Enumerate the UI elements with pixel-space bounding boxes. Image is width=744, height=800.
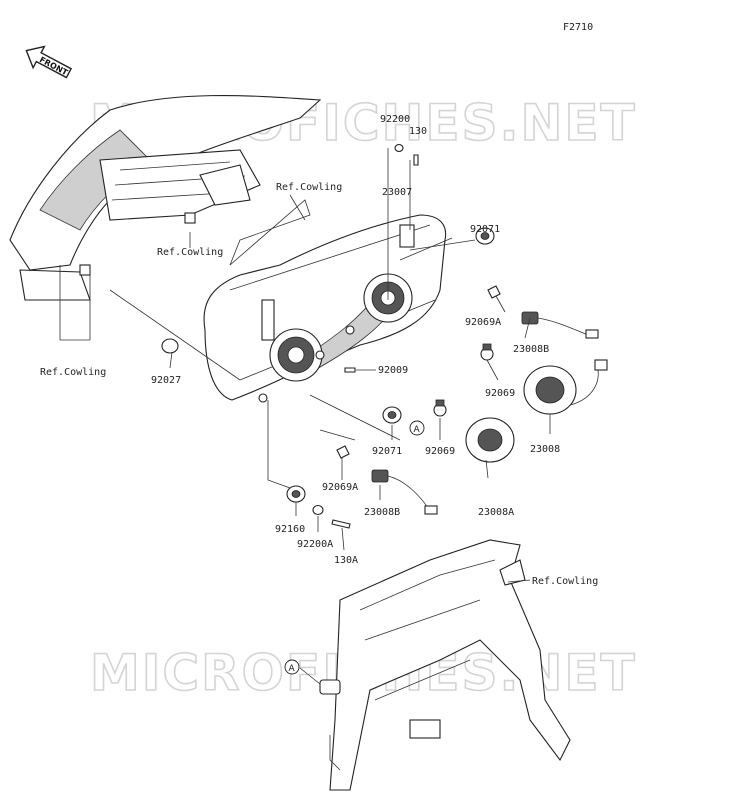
label-23007: 23007 [382,187,412,198]
grommet-92071-lower [382,406,402,424]
label-92071-lower: 92071 [372,446,402,457]
label-130a: 130A [334,555,358,566]
label-23008a: 23008A [478,507,514,518]
svg-text:A: A [414,425,421,435]
washer-92200 [394,143,404,153]
bolt-130 [413,154,419,166]
label-23008: 23008 [530,444,560,455]
label-92200a: 92200A [297,539,333,550]
label-92069a-lower: 92069A [322,482,358,493]
cover-23008a [465,417,515,479]
bolt-130a [331,519,351,529]
label-ref-cowling-2: Ref.Cowling [157,247,223,258]
headlight-stay-frame-shape [319,539,571,791]
screw-92009 [344,367,356,373]
label-92009: 92009 [378,365,408,376]
label-92200: 92200 [380,114,410,125]
bulb-92069a-lower [336,445,350,459]
label-ref-cowling-3: Ref.Cowling [40,367,106,378]
label-92071-upper: 92071 [470,224,500,235]
bulb-92069a-upper [487,285,501,299]
label-92027: 92027 [151,375,181,386]
front-label: FRONT [38,55,70,78]
leader-lines [109,148,551,685]
svg-text:A: A [289,664,296,674]
label-130: 130 [409,126,427,137]
label-23008b-lower: 23008B [364,507,400,518]
label-ref-cowling-4: Ref.Cowling [532,576,598,587]
label-92160: 92160 [275,524,305,535]
headlight-housing-shape [203,199,447,403]
label-92069-upper: 92069 [485,388,515,399]
front-arrow-icon: FRONT [25,45,73,79]
collar-92027 [161,338,179,354]
grommet-92160 [286,485,306,503]
washer-92200a [312,504,324,516]
cover-23008 [523,359,608,415]
figure-code: F2710 [563,22,593,33]
label-23008b-upper: 23008B [513,344,549,355]
bulb-socket-23008b-lower [371,469,438,515]
callout-a-lower: A [284,659,300,675]
label-92069-lower: 92069 [425,446,455,457]
label-ref-cowling-1: Ref.Cowling [276,182,342,193]
upper-cowling-shape [9,94,322,341]
callout-a-upper: A [409,420,425,436]
bulb-92069-lower [433,399,447,417]
bulb-92069-upper [480,343,494,361]
grommet-92071-upper [475,227,495,245]
label-92069a-upper: 92069A [465,317,501,328]
bulb-socket-23008b-upper [521,311,599,339]
